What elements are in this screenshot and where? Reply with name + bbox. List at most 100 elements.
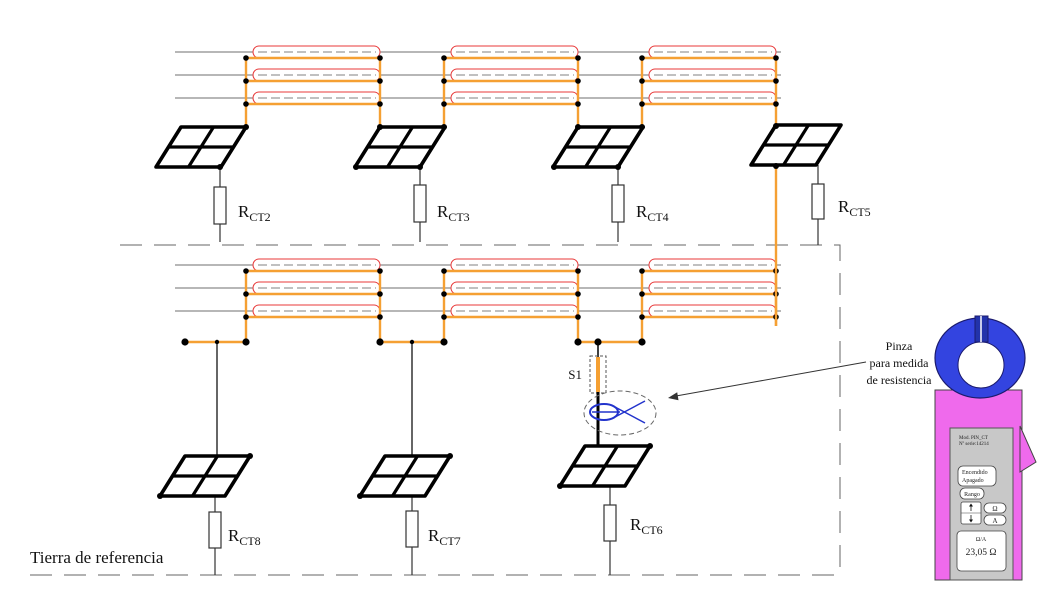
switch-label: S1 bbox=[568, 367, 582, 382]
power-button-label-1: Encendido bbox=[962, 470, 988, 476]
panel-grid-vertical bbox=[591, 445, 619, 487]
lower-junction-dot bbox=[575, 291, 581, 297]
ohm-button: Ω bbox=[983, 502, 1007, 514]
panel-junction-dot bbox=[217, 164, 223, 170]
upper-junction-dot bbox=[377, 78, 383, 84]
resistor-symbol: R bbox=[428, 526, 440, 545]
panel-junction-dot bbox=[773, 163, 779, 169]
up-arrow-icon bbox=[969, 503, 973, 511]
resistor-label-rct4: RCT4 bbox=[636, 202, 669, 224]
upper-junction-dot bbox=[639, 78, 645, 84]
panel-junction-dot bbox=[157, 493, 163, 499]
lower-junction-dot bbox=[639, 268, 645, 274]
resistor-body bbox=[611, 184, 625, 223]
resistor-label-rct7: RCT7 bbox=[428, 526, 461, 548]
switch-s1: S1 bbox=[568, 342, 607, 447]
power-button-label-2: Apagado bbox=[962, 478, 984, 484]
bus-junction-dot bbox=[181, 338, 189, 346]
earth-resistor-ct3 bbox=[413, 167, 427, 242]
panel-grid-vertical bbox=[584, 126, 612, 168]
resistor-symbol: R bbox=[238, 202, 250, 221]
upper-junction-dot bbox=[377, 101, 383, 107]
upper-junction-dot bbox=[441, 78, 447, 84]
resistor-body bbox=[603, 504, 617, 542]
pv-panel-ct6 bbox=[558, 444, 652, 488]
resistor-symbol: R bbox=[636, 202, 648, 221]
upper-junction-dot bbox=[575, 101, 581, 107]
earth-resistor-ct6 bbox=[603, 486, 617, 575]
upper-junction-dot bbox=[773, 101, 779, 107]
panel-junction-dot bbox=[639, 124, 645, 130]
meter-jaw-opening bbox=[957, 341, 1005, 389]
amp-button-frame bbox=[983, 514, 1007, 526]
resistor-subscript: CT6 bbox=[641, 523, 662, 537]
resistor-symbol: R bbox=[228, 526, 240, 545]
meter-model: Mod. PIN_CT bbox=[959, 436, 988, 441]
pv-panel-ct4 bbox=[551, 125, 645, 169]
range-button: Rango bbox=[959, 487, 985, 500]
resistor-body bbox=[413, 184, 427, 223]
panel-junction-dot bbox=[417, 164, 423, 170]
resistor-label-rct3: RCT3 bbox=[437, 202, 470, 224]
bus-junction-dot bbox=[638, 338, 646, 346]
lower-junction-dot bbox=[441, 268, 447, 274]
panel-grid-vertical bbox=[187, 126, 215, 168]
panel-junction-dot bbox=[441, 124, 447, 130]
lower-junction-dot bbox=[575, 314, 581, 320]
display-mode: Ω/A bbox=[976, 537, 987, 543]
panel-junction-dot bbox=[247, 453, 253, 459]
pv-panel-ct2 bbox=[154, 125, 248, 169]
bus-junction-dot bbox=[376, 338, 384, 346]
resistor-subscript: CT7 bbox=[439, 534, 460, 548]
clamp-symbol bbox=[583, 390, 657, 436]
upper-junction-dot bbox=[773, 55, 779, 61]
power-button: Encendido Apagado bbox=[957, 465, 997, 487]
down-arrow-head bbox=[969, 519, 973, 523]
callout-arrow-line bbox=[675, 361, 867, 397]
resistor-symbol: R bbox=[437, 202, 449, 221]
lower-junction-dot bbox=[377, 314, 383, 320]
resistor-subscript: CT8 bbox=[239, 534, 260, 548]
panel-grid-vertical bbox=[782, 124, 810, 166]
earth-resistor-ct5 bbox=[811, 165, 825, 245]
panel-junction-dot bbox=[357, 493, 363, 499]
upper-junction-dot bbox=[639, 101, 645, 107]
upper-junction-dot bbox=[243, 101, 249, 107]
upper-junction-dot bbox=[243, 78, 249, 84]
callout-arrowhead-icon bbox=[668, 392, 679, 401]
lower-junction-dot bbox=[377, 268, 383, 274]
earth-resistors bbox=[208, 165, 825, 575]
upper-junction-dot bbox=[575, 55, 581, 61]
amp-button-label: A bbox=[992, 517, 997, 525]
lower-junction-dot bbox=[639, 314, 645, 320]
earth-resistor-ct7 bbox=[405, 496, 419, 575]
callout-line-1: Pinza bbox=[886, 339, 913, 353]
lower-junction-dot bbox=[243, 314, 249, 320]
panel-grid-vertical bbox=[191, 455, 219, 497]
bus-junction-dot bbox=[574, 338, 582, 346]
bus-junction-dot bbox=[440, 338, 448, 346]
upper-junction-dot bbox=[773, 78, 779, 84]
panel-junction-dot bbox=[615, 164, 621, 170]
upper-junction-dot bbox=[377, 55, 383, 61]
lower-junction-dot bbox=[575, 268, 581, 274]
panel-junction-dot bbox=[377, 124, 383, 130]
reference-earth-label: Tierra de referencia bbox=[30, 548, 164, 567]
panel-junction-dot bbox=[353, 164, 359, 170]
panel-junction-dot bbox=[647, 443, 653, 449]
resistor-subscript: CT3 bbox=[448, 210, 469, 224]
clamp-tail-a bbox=[614, 406, 646, 424]
upper-pv-string-array bbox=[175, 45, 781, 127]
resistor-subscript: CT4 bbox=[647, 210, 668, 224]
resistor-symbol: R bbox=[630, 515, 642, 534]
lower-junction-dot bbox=[441, 314, 447, 320]
pv-panel-ct8 bbox=[158, 454, 252, 498]
earth-resistor-ct4 bbox=[611, 167, 625, 242]
resistor-body bbox=[405, 510, 419, 548]
upper-junction-dot bbox=[639, 55, 645, 61]
pv-panel-ct7 bbox=[358, 454, 452, 498]
callout-line-3: de resistencia bbox=[867, 373, 933, 387]
lower-junction-dot bbox=[639, 291, 645, 297]
earth-resistor-ct8 bbox=[208, 496, 222, 575]
panel-junction-dot bbox=[243, 124, 249, 130]
